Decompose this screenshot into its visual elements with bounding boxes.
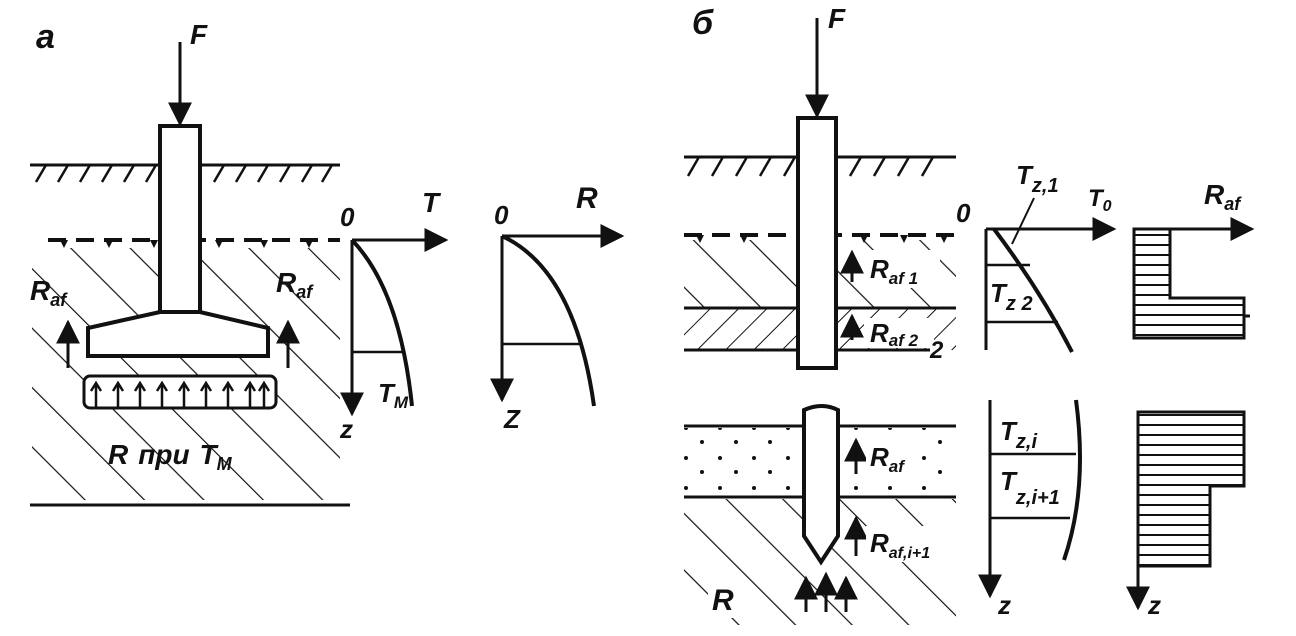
raf-right-label-a: Raf [276,267,314,302]
frost-line-b [684,233,956,243]
tip-bearing-arrows-b [794,571,858,612]
raf-lower-label-bg [866,440,922,474]
raf-left-label-a: Raf [30,275,68,310]
pile-upper-b [796,116,838,370]
r-graph-origin-a: 0 [494,200,509,230]
force-label-a: F [190,19,208,50]
temperature-profile-a [340,228,449,417]
temp-axis-label-a: T [422,187,442,218]
raf2-label-bg [864,318,934,348]
depth-axis-2-b: z [1147,590,1161,620]
origin-label-a: 0 [340,202,355,232]
temperature-profile-upper-b [984,197,1117,353]
depth-axis-1-b: z [997,590,1011,620]
r-graph-depth-a: Z [503,404,521,434]
column-a [158,124,202,314]
temperature-profile-lower-b [978,399,1082,599]
tzi1-label-b: Tz,i+1 [1000,466,1060,509]
tz2-label-b: Tz 2 [990,278,1033,315]
pile-lower-b [802,404,840,566]
panel-b-letter: б [692,4,714,42]
panel-a-letter: а [36,18,55,56]
layer-number-2-b: 2 [929,337,944,364]
r-base-bg [708,582,742,618]
raf2-label-b: Raf 2 [870,318,919,350]
raf1-label-b: Raf 1 [870,254,918,288]
tm-label-a: TМ [378,378,409,412]
origin-label-b: 0 [956,198,971,228]
depth-axis-label-a: z [339,414,353,444]
r-base-label-b: R [712,584,734,617]
tzi-label-b: Tz,i [1000,416,1037,453]
rafi-label-bg [866,526,956,562]
panel-b: б F Raf 1 Raf 2 2 [684,3,1255,625]
footing-a [86,310,270,358]
bearing-pressure-a [82,374,278,410]
rafi-label-b: Raf,i+1 [870,528,930,562]
t0-label-b: T0 [1088,185,1112,215]
raf1-label-bg [864,250,940,288]
adfreeze-profile-upper-b [1132,217,1255,340]
r-graph-axis-a: R [576,182,598,215]
force-label-b: F [828,3,846,34]
bearing-profile-a [490,224,625,407]
tz1-label-b: Tz,1 [1016,160,1059,197]
raf-lower-label-b: Raf [870,442,906,476]
adfreeze-profile-lower-b [1126,410,1246,611]
raf-axis-label-b: Raf [1204,179,1242,214]
